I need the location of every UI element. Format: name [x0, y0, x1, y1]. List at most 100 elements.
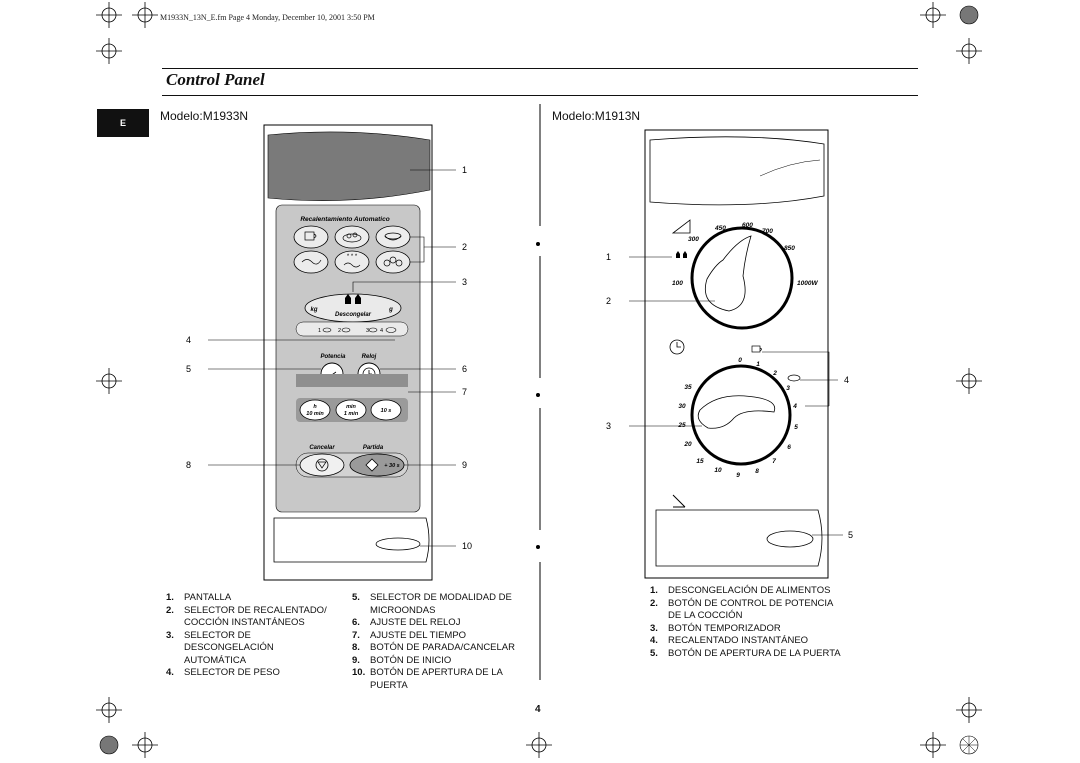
- time-button-top: 10 s: [381, 408, 392, 414]
- callout-number: 10: [462, 541, 472, 551]
- legend-item: 4.RECALENTADO INSTANTÁNEO: [650, 635, 809, 646]
- legend-item: 5.BOTÓN DE APERTURA DE LA PUERTA: [650, 647, 841, 659]
- clock-label: Reloj: [362, 354, 377, 360]
- time-button-bottom: 10 min: [306, 411, 324, 417]
- power-mark: 600: [742, 222, 753, 229]
- weight-step: 4: [380, 328, 383, 334]
- callout-number: 1: [462, 165, 467, 175]
- timer-mark: 7: [772, 458, 776, 465]
- g-label: g: [388, 307, 393, 313]
- timer-mark: 3: [786, 385, 790, 392]
- dark-strip: [296, 374, 408, 387]
- start-icon: [365, 458, 379, 472]
- timer-mark: 0: [738, 357, 742, 364]
- time-buttons: [299, 399, 402, 421]
- language-tab: E: [97, 109, 149, 137]
- crop-mark-icon: [526, 732, 552, 758]
- timer-mark: 6: [787, 444, 791, 451]
- legend-item: 1.PANTALLA: [166, 592, 232, 603]
- start-label: Partida: [363, 445, 384, 451]
- defrost-label: Descongelar: [335, 312, 372, 318]
- color-bar-icon: [99, 5, 979, 755]
- callout-number: 6: [462, 364, 467, 374]
- legend-item: 7.AJUSTE DEL TIEMPO: [352, 629, 467, 641]
- timer-mark: 25: [677, 422, 686, 429]
- door-release: [655, 509, 823, 567]
- top-window: [649, 136, 825, 206]
- legend-item: 10.BOTÓN DE APERTURA DE LA PUERTA: [352, 667, 503, 691]
- title-bottom-rule: [162, 95, 918, 96]
- stop-icon: [315, 458, 329, 472]
- left-panel: Recalentamiento Automatico * * * kg g De…: [186, 124, 472, 581]
- time-button-top: min: [346, 404, 356, 410]
- power-level-icon: [671, 219, 691, 234]
- timer-mark: 20: [683, 441, 692, 448]
- display-window: [267, 131, 431, 201]
- reheat-title: Recalentamiento Automatico: [300, 216, 389, 223]
- callout-number: 3: [606, 421, 611, 431]
- timer-mark: 35: [684, 384, 692, 391]
- callout-number: 5: [848, 530, 853, 540]
- left-legend-col1: 1.PANTALLA 2.SELECTOR DE RECALENTADO/ CO…: [166, 592, 346, 680]
- legend-item: 9.BOTÓN DE INICIO: [352, 654, 452, 666]
- door-button: [766, 530, 814, 548]
- crop-mark-icon: [96, 2, 122, 28]
- power-mark: 450: [714, 225, 726, 232]
- crop-mark-icon: [132, 732, 158, 758]
- defrost-icon: [676, 251, 687, 258]
- timer-mark: 30: [678, 403, 686, 410]
- legend-item: 8.BOTÓN DE PARADA/CANCELAR: [352, 642, 515, 653]
- weight-step: 3: [366, 328, 369, 334]
- callout-number: 2: [606, 296, 611, 306]
- door-release: [273, 517, 430, 563]
- crop-mark-icon: [920, 2, 946, 28]
- legend-item: 4.SELECTOR DE PESO: [166, 667, 280, 678]
- legend-item: 3.BOTÓN TEMPORIZADOR: [650, 622, 781, 634]
- legend-item: 2.BOTÓN DE CONTROL DE POTENCIA DE LA COC…: [650, 597, 834, 622]
- timer-knob: [697, 395, 776, 429]
- weight-step: 1: [318, 328, 321, 334]
- right-model-title: Modelo:M1913N: [552, 109, 641, 123]
- power-label: Potencia: [320, 354, 346, 360]
- timer-mark: 9: [736, 472, 740, 479]
- door-button: [375, 537, 421, 551]
- left-model-title: Modelo:M1933N: [160, 109, 249, 123]
- timer-dial: 0 1 2 3 4 5 6 7 8 9 10 15 20 25 30 35: [669, 339, 801, 479]
- svg-text:* * *: * * *: [347, 254, 358, 260]
- door-icon: [672, 494, 686, 508]
- callout-number: 3: [462, 277, 467, 287]
- callout-number: 1: [606, 252, 611, 262]
- divider-dots: [536, 242, 540, 549]
- registration-marks: [96, 2, 982, 758]
- callout-number: 9: [462, 460, 467, 470]
- callout-number: 7: [462, 387, 467, 397]
- crop-mark-icon: [96, 368, 122, 394]
- power-mark: 1000W: [797, 280, 818, 287]
- power-knob: [704, 235, 752, 312]
- power-mark: 850: [784, 245, 795, 252]
- left-legend-col2: 5.SELECTOR DE MODALIDAD DE MICROONDAS 6.…: [352, 592, 542, 692]
- timer-mark: 10: [714, 467, 722, 474]
- crop-mark-icon: [920, 732, 946, 758]
- plate-icon: [787, 374, 801, 382]
- food-icon: * * *: [301, 231, 403, 268]
- timer-mark: 5: [794, 424, 798, 431]
- callout-number: 4: [844, 375, 849, 385]
- right-callouts: [629, 256, 843, 536]
- time-button-bottom: 1 min: [344, 411, 359, 417]
- callout-number: 5: [186, 364, 191, 374]
- weight-selector-strip: [295, 321, 409, 337]
- file-header: M1933N_13N_E.fm Page 4 Monday, December …: [160, 13, 375, 22]
- crop-mark-icon: [956, 368, 982, 394]
- timer-mark: 1: [756, 361, 760, 368]
- legend-item: 5.SELECTOR DE MODALIDAD DE MICROONDAS: [352, 592, 512, 616]
- crop-mark-icon: [132, 2, 158, 28]
- legend-item: 1.DESCONGELACIÓN DE ALIMENTOS: [650, 585, 831, 596]
- weight-step: 2: [338, 328, 341, 334]
- power-dial: 100 300 450 600 700 850 1000W: [671, 219, 818, 330]
- cup-icon: [751, 345, 762, 353]
- legend-item: 3.SELECTOR DE DESCONGELACIÓN AUTOMÁTICA: [166, 629, 274, 666]
- page-title: Control Panel: [166, 70, 265, 89]
- power-mark: 100: [672, 280, 683, 287]
